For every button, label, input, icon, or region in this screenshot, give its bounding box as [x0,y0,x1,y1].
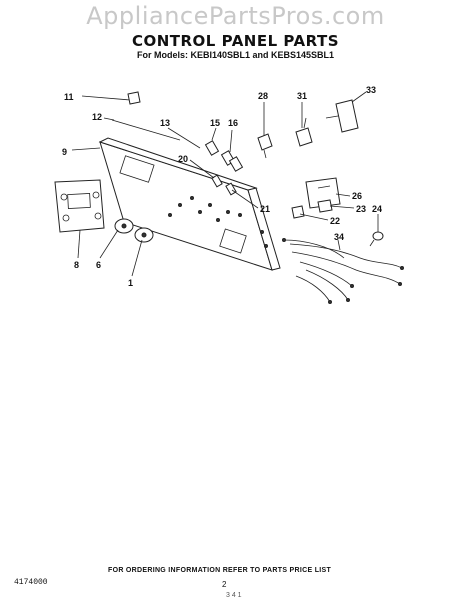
callout-labels: 11 12 13 15 16 9 20 21 28 31 33 26 23 24… [62,85,382,288]
relay-part-33 [325,99,359,133]
switch-part-31 [295,117,313,147]
control-panel-part [98,137,281,271]
callout-20: 20 [178,154,188,164]
callout-16: 16 [228,118,238,128]
page-subtitle: For Models: KEBI140SBL1 and KEBS145SBL1 [136,50,335,60]
watermark: AppliancePartsPros.com [86,2,385,30]
leader-lines [71,91,379,277]
clip-part-11 [81,91,141,105]
callout-24: 24 [372,204,382,214]
doc-number: 4174000 [14,578,48,587]
callout-23: 23 [356,204,366,214]
footer-code: 3 4 1 [226,592,242,599]
bracket-part-28 [257,133,273,159]
callout-26: 26 [352,191,362,201]
callout-28: 28 [258,91,268,101]
page-number: 2 [222,580,227,589]
callout-9: 9 [62,147,67,157]
bezel-part [54,179,105,233]
connector-part-23 [317,199,333,213]
callout-6: 6 [96,260,101,270]
knob-skirt-part [114,218,134,234]
switch-parts [204,140,244,196]
callout-1: 1 [128,278,133,288]
callout-33: 33 [366,85,376,95]
wire-harness-part-34 [282,238,404,304]
callout-15: 15 [210,118,220,128]
trim-strip-part [111,119,181,141]
callout-21: 21 [260,204,270,214]
callout-12: 12 [92,112,102,122]
ordering-note: FOR ORDERING INFORMATION REFER TO PARTS … [108,567,332,574]
callout-22: 22 [330,216,340,226]
sensor-part-24 [369,231,384,247]
knob-part [134,227,154,243]
callout-8: 8 [74,260,79,270]
callout-11: 11 [64,92,74,102]
page-title: CONTROL PANEL PARTS [131,32,340,50]
control-module-part-26 [305,177,341,209]
callout-34: 34 [334,232,344,242]
callout-13: 13 [160,118,170,128]
connector-part-22 [291,205,305,219]
callout-31: 31 [297,91,307,101]
